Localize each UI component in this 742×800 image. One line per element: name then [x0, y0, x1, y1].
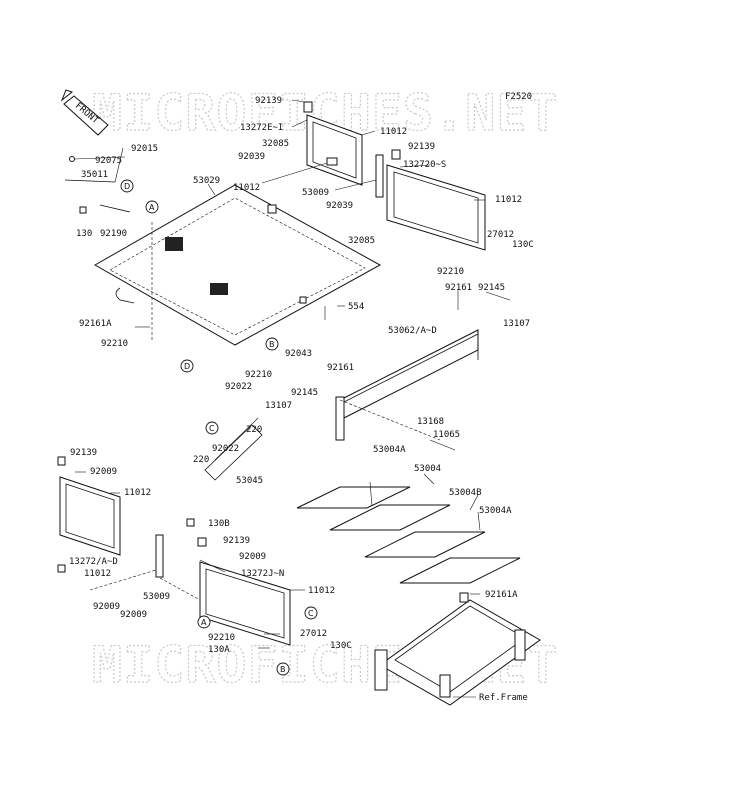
- svg-text:C: C: [308, 609, 314, 618]
- callout-d-mid: D: [180, 359, 194, 373]
- center-rail: [335, 329, 479, 441]
- label-92039: 92039: [326, 201, 353, 211]
- label-53045: 53045: [236, 476, 263, 486]
- diagram-code: F2520: [505, 92, 532, 102]
- side-gate-lower-center: [155, 518, 291, 646]
- label-53004a: 53004A: [373, 445, 406, 455]
- label-92210: 92210: [245, 370, 272, 380]
- svg-text:C: C: [209, 424, 215, 433]
- label-92139: 92139: [255, 96, 282, 106]
- rear-gate-upper-left: [303, 101, 363, 186]
- label-27012: 27012: [487, 230, 514, 240]
- callout-b-bottom: B: [276, 662, 290, 676]
- label-92022: 92022: [225, 382, 252, 392]
- label-92210: 92210: [437, 267, 464, 277]
- label-92161a: 92161A: [79, 319, 112, 329]
- label-11012: 11012: [124, 488, 151, 498]
- svg-text:D: D: [184, 362, 190, 371]
- label-32085: 32085: [348, 236, 375, 246]
- label-32085: 32085: [262, 139, 289, 149]
- label-92139: 92139: [408, 142, 435, 152]
- label-53062-a-d: 53062/A~D: [388, 326, 437, 336]
- label-130a: 130A: [208, 645, 230, 655]
- floor-mats: [296, 486, 521, 584]
- callout-c-bottom: C: [304, 606, 318, 620]
- label-220: 220: [193, 455, 209, 465]
- label-53029: 53029: [193, 176, 220, 186]
- callout-a-bottom: A: [197, 615, 211, 629]
- label-53009: 53009: [302, 188, 329, 198]
- label-92139: 92139: [223, 536, 250, 546]
- svg-text:B: B: [280, 665, 286, 674]
- label-ref-frame: Ref.Frame: [479, 693, 528, 703]
- reference-frame: [374, 592, 541, 706]
- label-554: 554: [348, 302, 364, 312]
- label-13272-a-d: 13272/A~D: [69, 557, 118, 567]
- label-92009: 92009: [93, 602, 120, 612]
- label-11012: 11012: [84, 569, 111, 579]
- label-92145: 92145: [291, 388, 318, 398]
- label-220: 220: [246, 425, 262, 435]
- label-92139: 92139: [70, 448, 97, 458]
- pin-assembly: [64, 156, 131, 214]
- side-gate-upper-right: [375, 149, 486, 251]
- label-130c: 130C: [512, 240, 534, 250]
- label-11012: 11012: [380, 127, 407, 137]
- cargo-deck: [93, 184, 382, 346]
- label-92039: 92039: [238, 152, 265, 162]
- label-11012: 11012: [495, 195, 522, 205]
- label-53004b: 53004B: [449, 488, 482, 498]
- svg-text:A: A: [149, 203, 155, 212]
- label-130c: 130C: [330, 641, 352, 651]
- label-92009: 92009: [239, 552, 266, 562]
- label-92009: 92009: [90, 467, 117, 477]
- label-92161a: 92161A: [485, 590, 518, 600]
- label-130: 130: [76, 229, 92, 239]
- label-11012: 11012: [233, 183, 260, 193]
- label-92015: 92015: [131, 144, 158, 154]
- label-27012: 27012: [300, 629, 327, 639]
- label-92043: 92043: [285, 349, 312, 359]
- leader-lines: [74, 99, 511, 698]
- label-13107: 13107: [265, 401, 292, 411]
- callout-d-top: D: [120, 179, 134, 193]
- label-92075: 92075: [95, 156, 122, 166]
- part-labels: 92139 13272E~I 11012 32085 92039 11012 5…: [69, 96, 534, 703]
- label-35011: 35011: [81, 170, 108, 180]
- label-53004: 53004: [414, 464, 441, 474]
- label-92022: 92022: [212, 444, 239, 454]
- svg-text:B: B: [269, 340, 275, 349]
- label-92190: 92190: [100, 229, 127, 239]
- bracket: [204, 417, 263, 481]
- label-13272j-n: 13272J~N: [241, 569, 284, 579]
- callout-b-mid: B: [265, 337, 279, 351]
- svg-text:A: A: [201, 618, 207, 627]
- label-13168: 13168: [417, 417, 444, 427]
- label-53004a: 53004A: [479, 506, 512, 516]
- label-92210: 92210: [208, 633, 235, 643]
- callout-c-mid: C: [205, 421, 219, 435]
- rear-gate-lower-left: [57, 456, 121, 573]
- label-92161: 92161: [327, 363, 354, 373]
- label-13107: 13107: [503, 319, 530, 329]
- callout-a-top: A: [145, 200, 159, 214]
- label-11065: 11065: [433, 430, 460, 440]
- label-92009: 92009: [120, 610, 147, 620]
- label-92210: 92210: [101, 339, 128, 349]
- label-13272e-i: 13272E~I: [240, 123, 283, 133]
- label-92161: 92161: [445, 283, 472, 293]
- label-11012: 11012: [308, 586, 335, 596]
- svg-text:D: D: [124, 182, 130, 191]
- label-132720-s: 132720~S: [403, 160, 446, 170]
- label-92145: 92145: [478, 283, 505, 293]
- label-53009: 53009: [143, 592, 170, 602]
- label-130b: 130B: [208, 519, 230, 529]
